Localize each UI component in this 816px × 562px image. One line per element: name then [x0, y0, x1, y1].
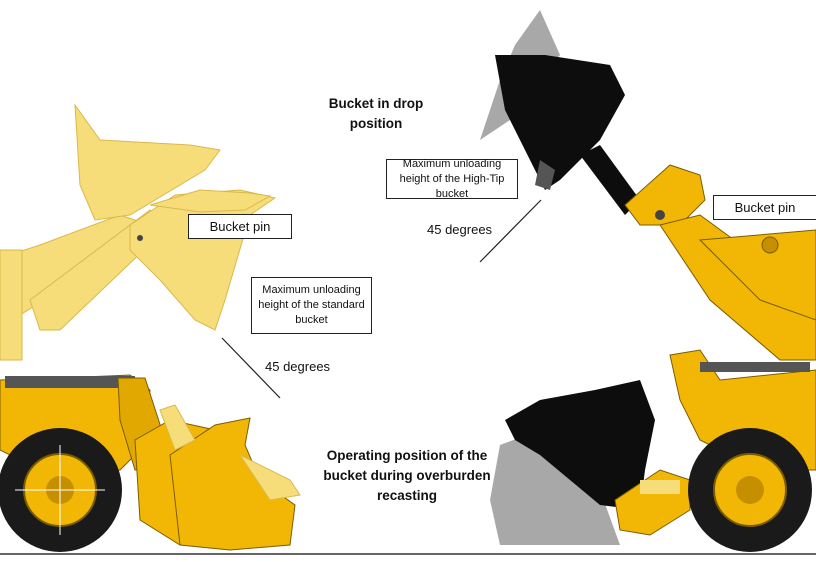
left-bucket-pin-marker — [137, 235, 143, 241]
bucket-pin-right-label: Bucket pin — [713, 195, 816, 220]
drop-position-text: Bucket in drop position — [328, 96, 424, 131]
right-shadow-bucket-operating — [490, 430, 620, 545]
left-bucket-operating — [159, 404, 301, 551]
operating-position-text: Operating position of the bucket during … — [323, 448, 491, 503]
bucket-pin-left-text: Bucket pin — [209, 219, 271, 234]
deg-right-text: 45 degrees — [427, 222, 493, 237]
right-bucket-raised — [495, 55, 625, 190]
right-wheel — [688, 428, 812, 552]
max-standard-label: Maximum unloading height of the standard… — [251, 277, 372, 334]
right-bucket-operating — [505, 380, 691, 536]
max-standard-text: Maximum unloading height of the standard… — [258, 284, 365, 326]
bucket-pin-left-label: Bucket pin — [188, 214, 292, 239]
deg-left-text: 45 degrees — [265, 359, 331, 374]
left-45-degree-line — [221, 337, 281, 399]
right-link-arm — [580, 145, 640, 215]
max-hightip-text: Maximum unloading height of the High-Tip… — [399, 157, 505, 200]
right-45-degree-line — [479, 199, 542, 263]
bucket-pin-right-text: Bucket pin — [734, 200, 796, 215]
left-wheel — [0, 428, 122, 552]
max-hightip-label: Maximum unloading height of the High-Tip… — [386, 157, 518, 200]
right-boom — [624, 164, 816, 361]
